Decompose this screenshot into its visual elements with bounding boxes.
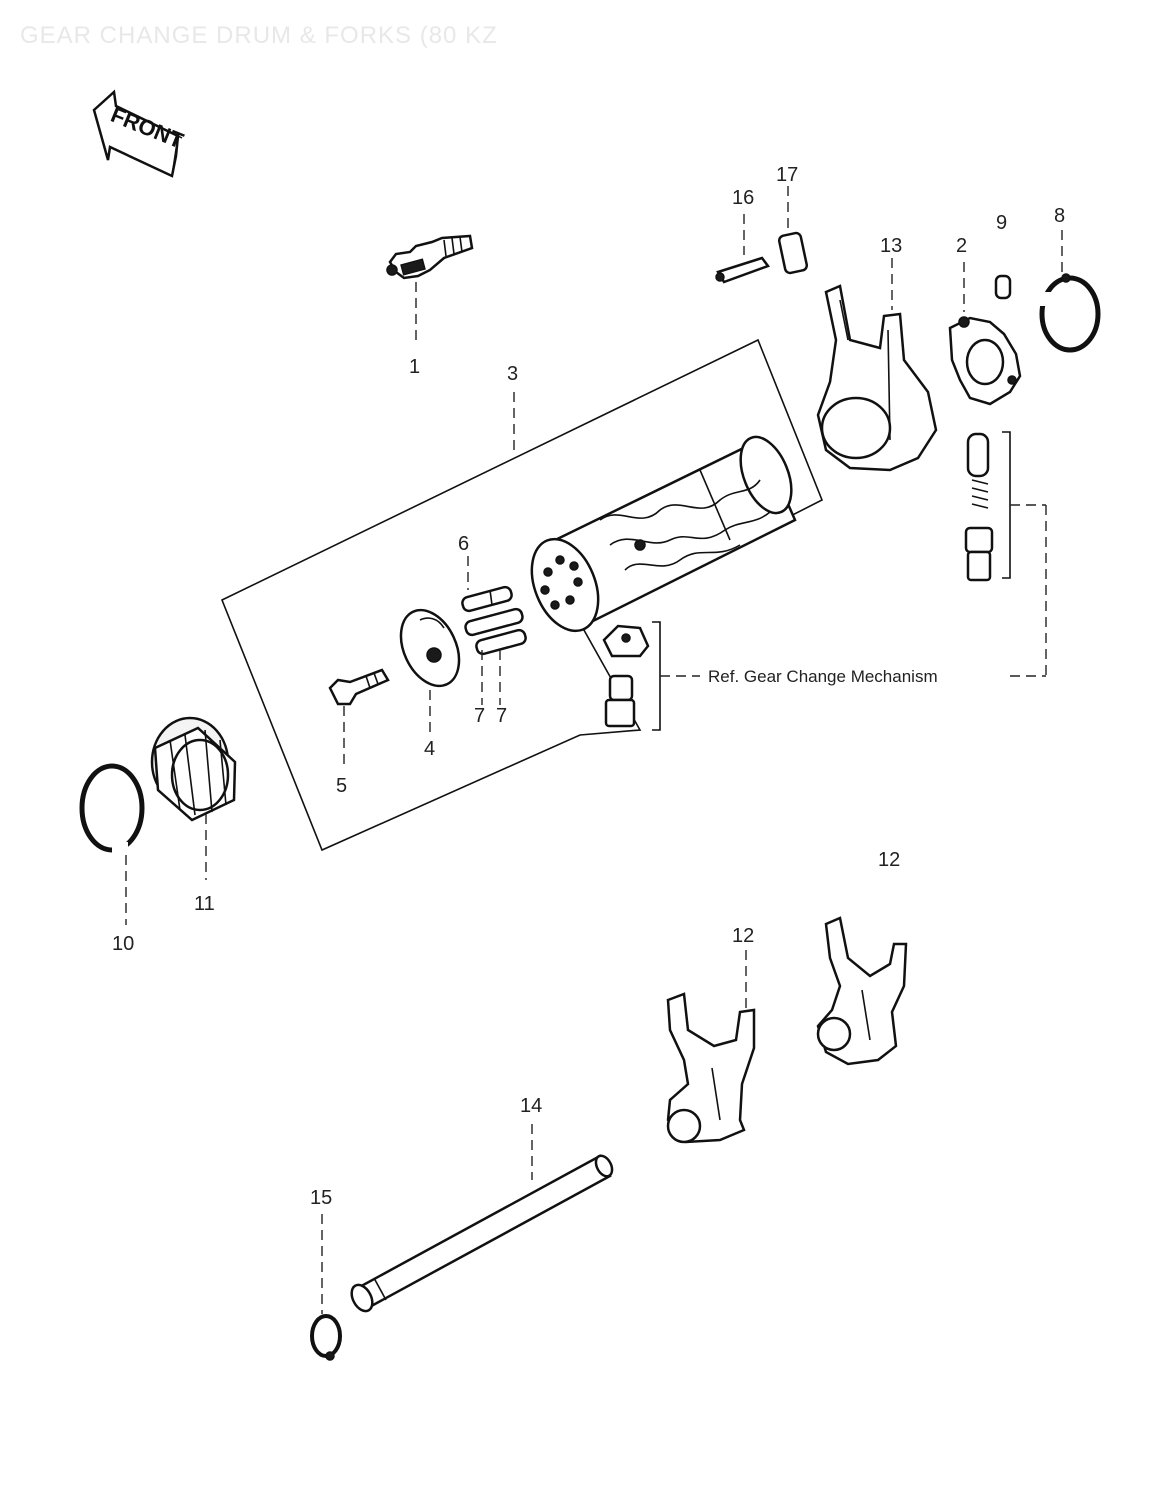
part-9-pin [994, 274, 1012, 300]
callout-1: 1 [409, 356, 420, 378]
part-5-screw [328, 668, 390, 706]
callout-3: 3 [507, 363, 518, 385]
part-6-7-pins [461, 585, 527, 656]
callout-9: 9 [996, 212, 1007, 234]
part-2-cam-plate [948, 316, 1022, 406]
bracket-left [652, 621, 661, 731]
bracket-right [1002, 431, 1011, 579]
part-3-shift-drum [530, 435, 797, 633]
callout-15: 15 [310, 1187, 332, 1209]
callout-8: 8 [1054, 205, 1065, 227]
part-13-shift-fork [816, 284, 938, 472]
part-1-neutral-switch [386, 234, 474, 280]
callout-7a: 7 [474, 705, 485, 727]
callout-16: 16 [732, 187, 754, 209]
callout-7b: 7 [496, 705, 507, 727]
callout-5: 5 [336, 775, 347, 797]
part-11-needle-bearing [150, 716, 237, 822]
detent-assembly-right [964, 432, 994, 582]
part-4-pin-plate [399, 608, 461, 688]
part-17-roller [777, 231, 809, 275]
callout-2: 2 [956, 235, 967, 257]
callout-4: 4 [424, 738, 435, 760]
part-14-fork-shaft [350, 1154, 614, 1313]
part-15-circlip [310, 1314, 342, 1361]
callout-11: 11 [194, 893, 215, 915]
part-12-shift-fork-b [816, 916, 908, 1066]
callout-13: 13 [880, 235, 902, 257]
detent-assembly-left [602, 624, 650, 728]
part-12-shift-fork-a [666, 992, 756, 1144]
part-16-pin [715, 256, 771, 284]
callout-12b: 12 [878, 849, 900, 871]
callout-6: 6 [458, 533, 469, 555]
part-3-group-outline [220, 338, 824, 852]
callout-10: 10 [112, 933, 134, 955]
reference-note: Ref. Gear Change Mechanism [708, 667, 938, 686]
front-arrow-icon: FRONT [92, 89, 187, 178]
callout-14: 14 [520, 1095, 542, 1117]
part-8-snap-ring [1039, 273, 1101, 353]
callout-12a: 12 [732, 925, 754, 947]
part-10-circlip [79, 763, 145, 856]
callout-17: 17 [776, 164, 798, 186]
page-title: GEAR CHANGE DRUM & FORKS (80 KZ [20, 22, 498, 49]
